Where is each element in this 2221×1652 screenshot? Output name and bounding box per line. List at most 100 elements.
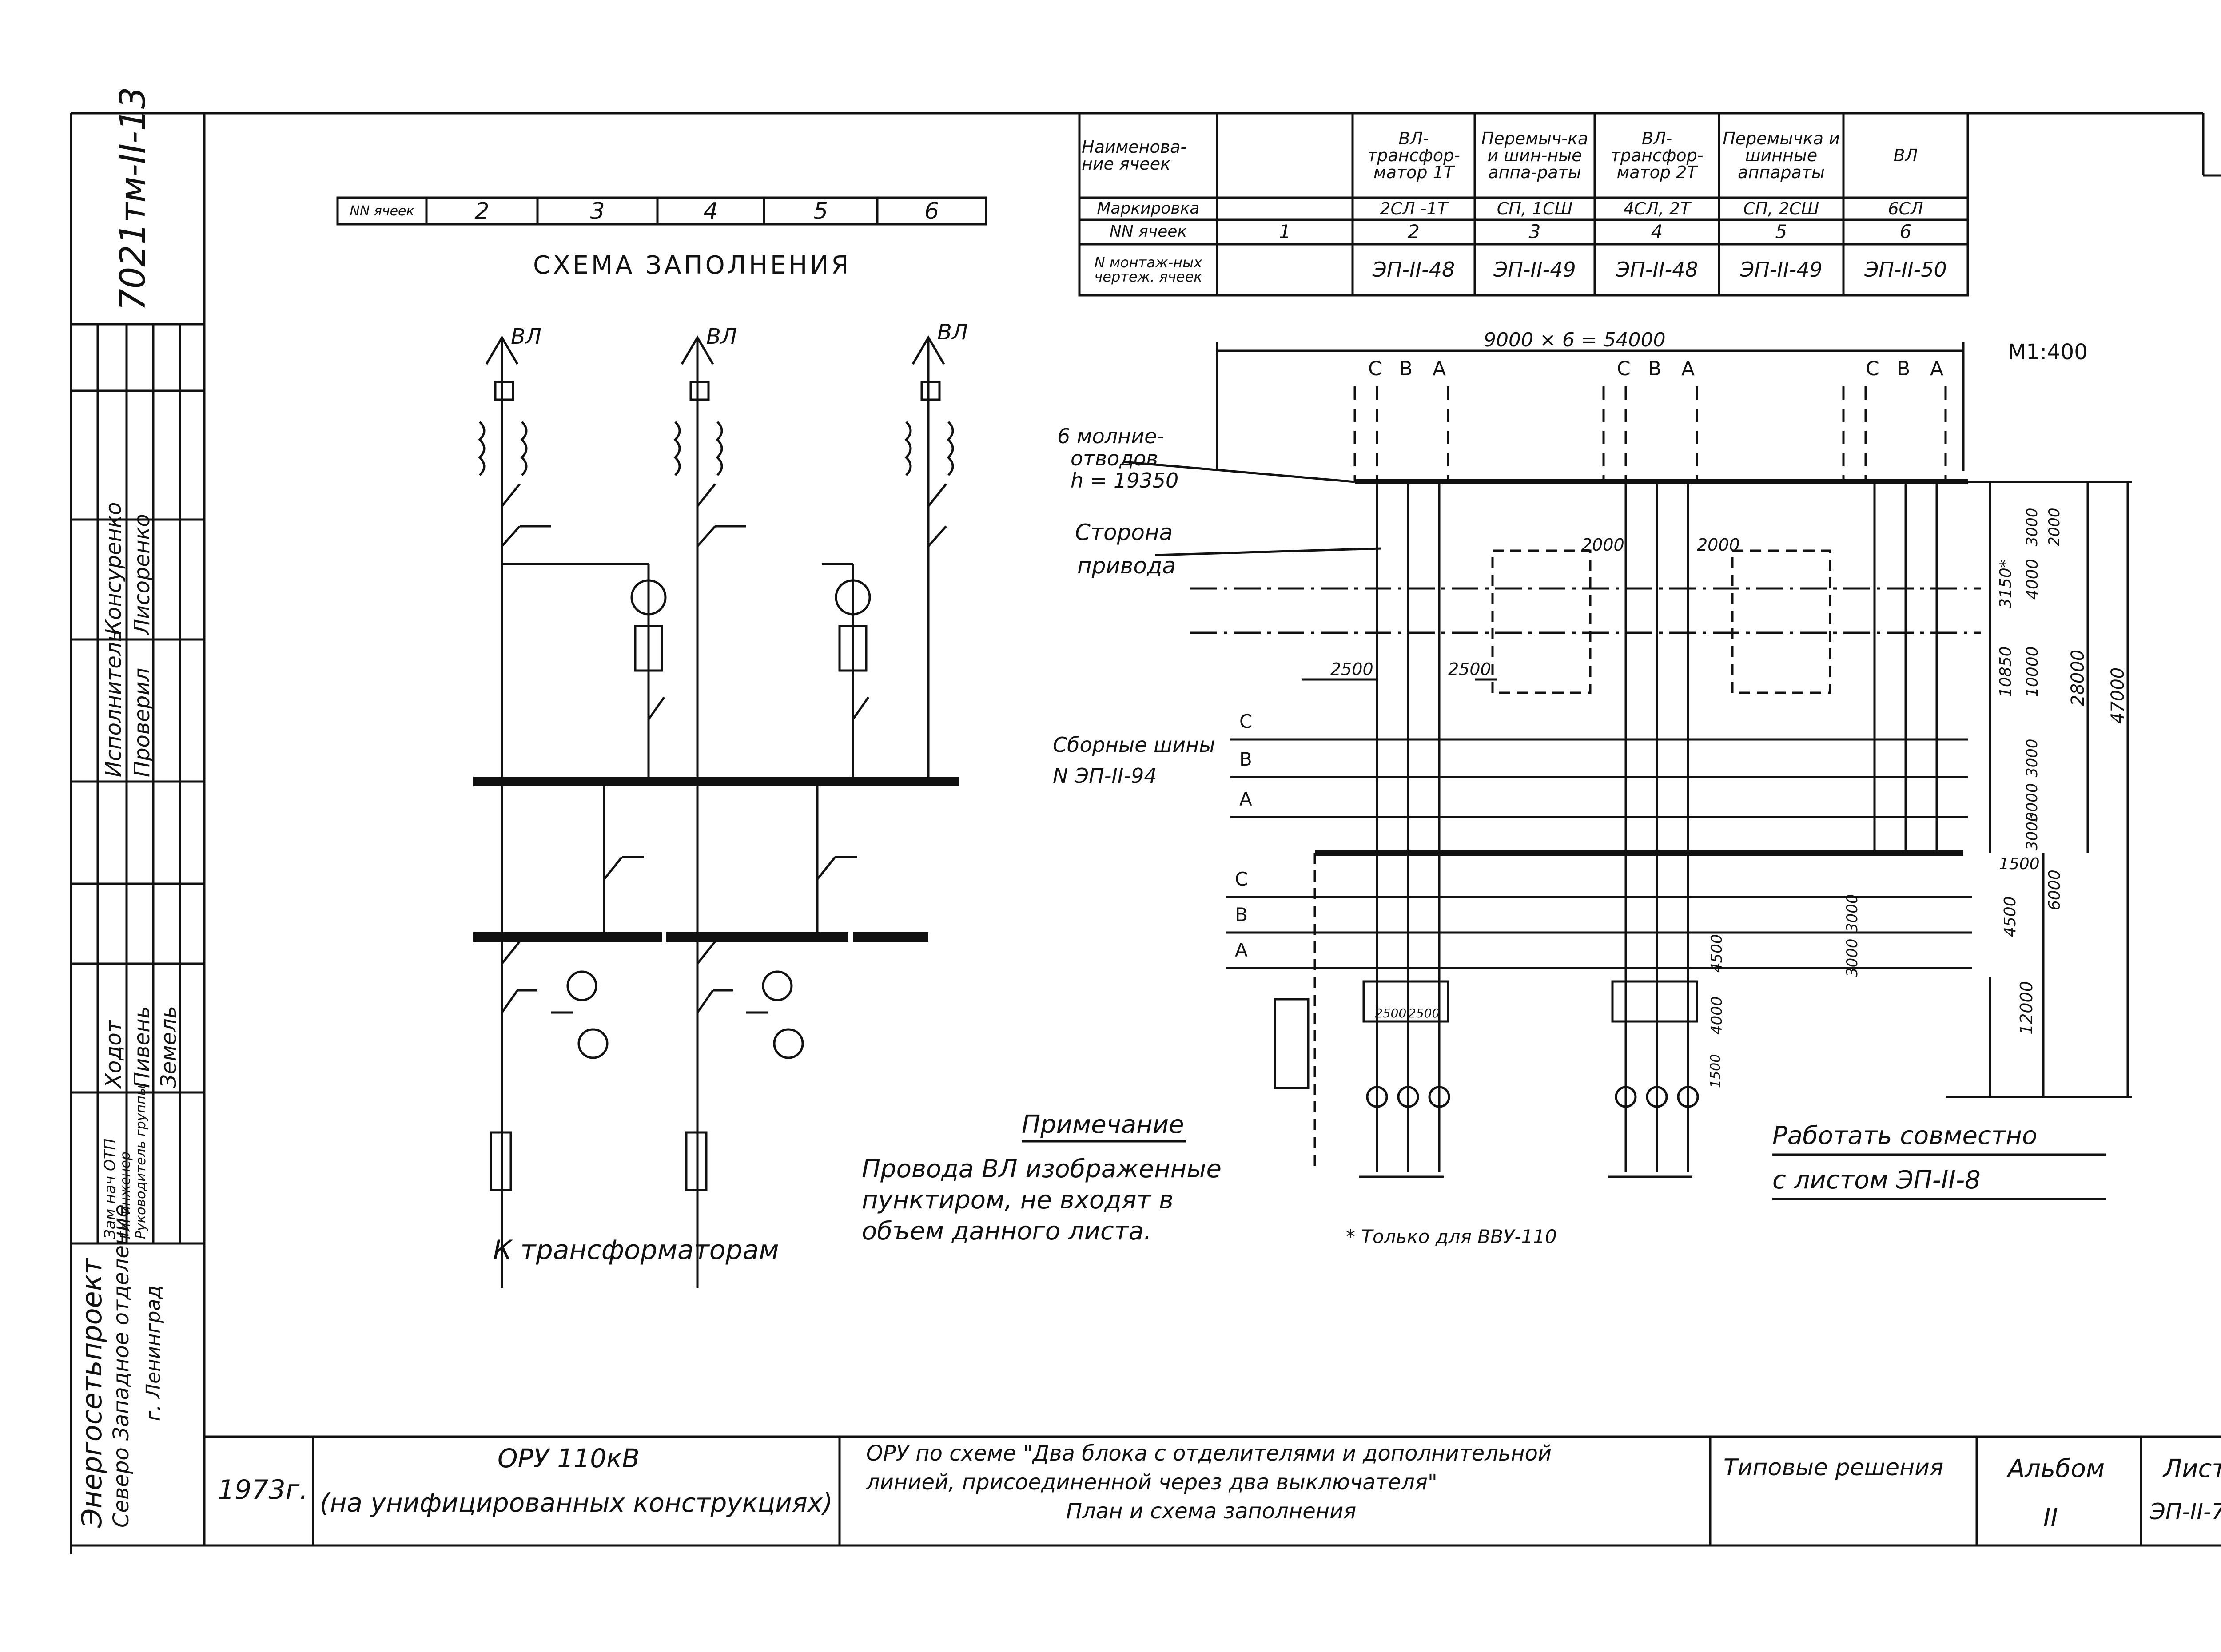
- phase-g3-a: А: [1930, 357, 1944, 380]
- table-row1-c4: 5: [1775, 221, 1787, 242]
- title-sheet-label: Лист: [2163, 1454, 2221, 1483]
- dim-3000-r3: 3000: [2023, 812, 2041, 850]
- feeder-label-3: ВЛ: [937, 320, 968, 345]
- stamp-role-1: Проверил: [130, 667, 155, 777]
- dim-2500-a: 2500: [1330, 659, 1373, 679]
- dim-12000: 12000: [2017, 981, 2036, 1035]
- dim-1500-low: 1500: [1708, 1054, 1723, 1088]
- stamp-role-0: Исполнитель: [101, 629, 126, 777]
- stamp-org: Энергосетьпроект: [76, 1258, 108, 1528]
- dim-3000-top: 3000: [2023, 508, 2041, 546]
- stamp-role-3: Лисоренко: [130, 514, 155, 635]
- dim-4000-low: 4000: [1708, 996, 1726, 1035]
- table-header-col-5: ВЛ: [1893, 146, 1918, 165]
- dim-3000-mid: 3000: [1843, 894, 1861, 933]
- note-line-2: пунктиром, не входят в: [862, 1186, 1174, 1215]
- title-desc-2: линией, присоединенной через два выключа…: [866, 1470, 1437, 1495]
- work-together-1: Работать совместно: [1772, 1121, 2038, 1150]
- stamp-role-8: Гл. инженер: [118, 1152, 133, 1239]
- phase-g1-b: В: [1399, 357, 1413, 380]
- dim-47000: 47000: [2108, 667, 2128, 724]
- plan-overall-dim: 9000 × 6 = 54000: [1484, 329, 1666, 351]
- phase-g1-c: С: [1368, 357, 1382, 380]
- table-row-label-2: N монтаж-ных чертеж. ячеек: [1094, 254, 1202, 285]
- stamp-role-7: Зам нач ОТП: [101, 1138, 119, 1239]
- busbar-note-2: N ЭП-II-94: [1053, 764, 1157, 788]
- title-object-sub: (на унифицированных конструкциях): [320, 1488, 833, 1518]
- cell-strip-1: 2: [474, 198, 490, 225]
- dim-2000-a: 2000: [1581, 535, 1624, 555]
- bus-upper-a: А: [1239, 788, 1252, 810]
- title-year: 1973г.: [218, 1474, 308, 1505]
- stamp-role-6: Земель: [156, 1005, 181, 1088]
- table-header-col-2: Перемыч-ка и шин-ные аппа-раты: [1481, 129, 1588, 182]
- table-row2-c3: ЭП-II-48: [1616, 258, 1698, 282]
- table-header-col-4: Перемычка и шинные аппараты: [1723, 129, 1840, 182]
- table-row2-c2: ЭП-II-49: [1493, 258, 1576, 282]
- cell-strip-4: 5: [813, 198, 828, 225]
- bus-upper-b: В: [1239, 748, 1252, 770]
- table-header-col-1: ВЛ-трансфор-матор 1Т: [1367, 129, 1460, 182]
- cell-strip-3: 4: [703, 198, 718, 225]
- dim-4500-mid: 4500: [1708, 934, 1726, 973]
- lightning-note-2: отводов: [1071, 446, 1158, 470]
- drive-side-1: Сторона: [1075, 520, 1173, 545]
- bus-lower-a: А: [1235, 939, 1248, 961]
- dim-6000-r: 6000: [2046, 870, 2064, 910]
- stamp-role-4: Ходот: [101, 1020, 126, 1088]
- vvu-note: * Только для ВВУ-110: [1346, 1226, 1557, 1247]
- dim-2000-top: 2000: [2046, 508, 2063, 546]
- scheme-title: СХЕМА ЗАПОЛНЕНИЯ: [533, 251, 852, 280]
- note-title: Примечание: [1022, 1110, 1184, 1139]
- dim-3150: 3150*: [1997, 560, 2015, 608]
- title-sheet-value: ЭП-II-7: [2150, 1499, 2221, 1525]
- phase-g3-b: В: [1897, 357, 1911, 380]
- feeder-label-1: ВЛ: [511, 324, 542, 349]
- title-object: ОРУ 110кВ: [498, 1443, 640, 1473]
- bus-lower-c: С: [1235, 868, 1248, 890]
- table-row-label-0: Маркировка: [1097, 199, 1200, 218]
- dim-2500-low-b: 2500: [1408, 1006, 1440, 1021]
- bus-upper-c: С: [1239, 711, 1253, 732]
- dim-2500-b: 2500: [1448, 659, 1491, 679]
- stamp-role-2: Консуренко: [101, 502, 126, 635]
- title-desc-1: ОРУ по схеме "Два блока с отделителями и…: [866, 1441, 1552, 1466]
- cell-strip-label: NN ячеек: [350, 203, 414, 219]
- phase-g2-b: В: [1648, 357, 1662, 380]
- title-album-value: II: [2043, 1503, 2058, 1532]
- dim-28000: 28000: [2068, 649, 2088, 706]
- lightning-note-3: h = 19350: [1071, 469, 1179, 492]
- drawing-code: 7021тм-II-13: [113, 87, 153, 311]
- dim-4500-r: 4500: [2001, 896, 2019, 937]
- stamp-role-5: Пивень: [130, 1006, 155, 1088]
- cell-strip-5: 6: [924, 198, 939, 225]
- table-row1-c3: 4: [1651, 221, 1663, 242]
- dim-10850: 10850: [1997, 646, 2015, 697]
- dim-2500-low-a: 2500: [1375, 1006, 1407, 1021]
- plan-scale: М1:400: [2008, 340, 2088, 365]
- table-row1-c2: 3: [1528, 221, 1541, 242]
- lightning-note-1: 6 молние-: [1057, 424, 1165, 448]
- table-row2-c1: ЭП-II-48: [1372, 258, 1455, 282]
- title-desc-3: План и схема заполнения: [1066, 1499, 1357, 1524]
- stamp-org-sub: Северо Западное отделение: [109, 1204, 134, 1528]
- table-row0-c3: 4СЛ, 2Т: [1623, 199, 1691, 218]
- table-row0-c5: 6СЛ: [1888, 199, 1923, 218]
- table-row1-c0: 1: [1279, 221, 1291, 242]
- table-row0-c4: СП, 2СШ: [1743, 199, 1819, 218]
- feeder-label-2: ВЛ: [706, 324, 737, 349]
- dim-3000-mid2: 3000: [1843, 938, 1861, 977]
- work-together-2: с листом ЭП-II-8: [1772, 1166, 1981, 1195]
- table-row0-c1: 2СЛ -1Т: [1380, 199, 1448, 218]
- dim-10000: 10000: [2023, 646, 2042, 697]
- title-album-label: Альбом: [2008, 1454, 2105, 1483]
- title-series: Типовые решения: [1723, 1454, 1944, 1481]
- dim-1500-r: 1500: [1999, 855, 2040, 873]
- bus-lower-b: В: [1235, 904, 1248, 925]
- table-header-name: Наименова-ние ячеек: [1082, 137, 1187, 174]
- busbar-note-1: Сборные шины: [1053, 733, 1215, 757]
- dim-4000-top: 4000: [2023, 559, 2042, 600]
- table-header-col-3: ВЛ-трансфор-матор 2Т: [1610, 129, 1704, 182]
- note-line-3: объем данного листа.: [862, 1217, 1152, 1246]
